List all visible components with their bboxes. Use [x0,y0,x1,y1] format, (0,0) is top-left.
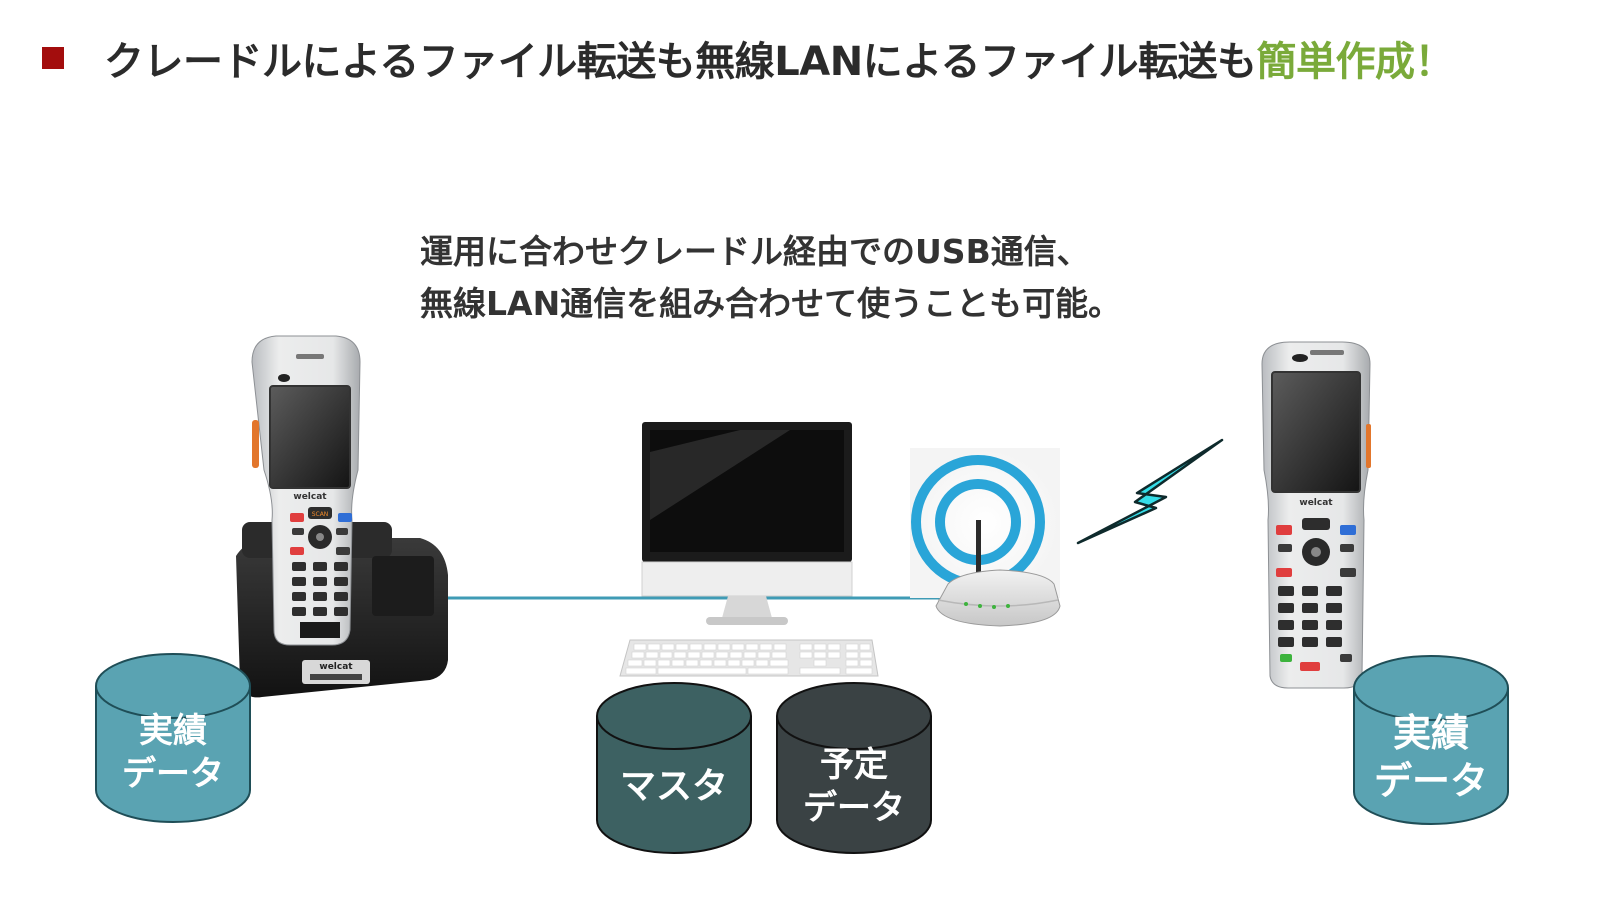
right-device-brand: welcat [1299,498,1333,508]
database-cylinder-icon [1353,655,1509,825]
scan-key-label: SCAN [312,511,329,518]
db-right-line-1: 実績 [1392,711,1469,755]
database-cylinder-icon [95,653,251,823]
cradle-brand-label: welcat [319,662,353,672]
db-schedule-line-1: 予定 [820,745,888,785]
db-label-schedule: 予定 データ [777,744,931,829]
db-right-line-2: データ [1373,758,1488,803]
title-highlight-text: 簡単作成！ [1256,39,1455,85]
keyboard-icon [619,639,879,677]
router-icon [935,520,1061,627]
left-device-brand: welcat [293,492,327,502]
title-main-text: クレードルによるファイル転送も無線LANによるファイル転送も [104,39,1257,85]
square-bullet-icon [42,47,64,69]
db-label-left-results: 実績 データ [96,710,250,795]
db-label-right-results: 実績 データ [1354,710,1508,805]
database-cylinder-icon [596,682,752,854]
lightning-bolt-icon [1076,438,1224,545]
db-schedule-line-2: データ [803,787,905,828]
handheld-terminal-icon: welcat SCAN [251,335,361,646]
db-label-master: マスタ [597,764,751,809]
db-left-line-2: データ [122,753,224,794]
db-master-line: マスタ [619,766,728,807]
database-cylinder-icon [776,682,932,854]
description-line-1: 運用に合わせクレードル経由でのUSB通信、 [420,232,1090,271]
description-line-2: 無線LAN通信を組み合わせて使うことも可能。 [420,284,1122,323]
description-text: 運用に合わせクレードル経由でのUSB通信、 無線LAN通信を組み合わせて使うこと… [420,226,1240,330]
db-left-line-1: 実績 [139,711,207,751]
slide-header: クレードルによるファイル転送も無線LANによるファイル転送も簡単作成！ [42,29,1455,87]
handheld-terminal-icon: welcat [1261,341,1371,689]
monitor-icon [641,422,853,625]
slide-title: クレードルによるファイル転送も無線LANによるファイル転送も簡単作成！ [104,29,1455,87]
